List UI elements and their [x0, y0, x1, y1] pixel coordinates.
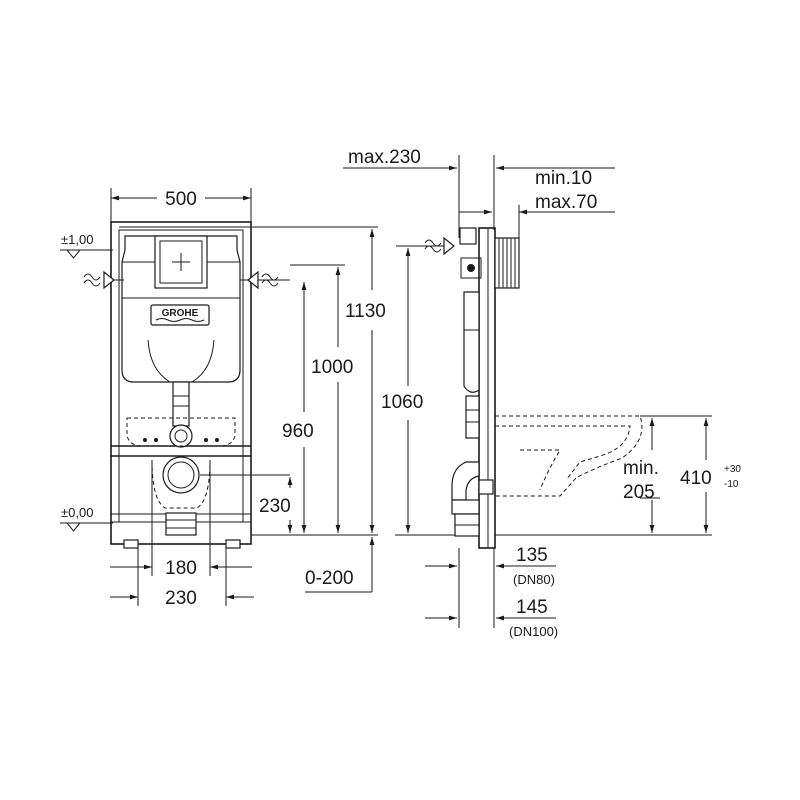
wc-bowl-outline	[126, 417, 236, 447]
dn80-label: (DN80)	[513, 572, 555, 587]
side-frame	[459, 227, 520, 549]
dimension-145-dn100: 145 (DN100)	[425, 597, 558, 639]
width-230-label: 230	[165, 588, 197, 609]
depth-145-label: 145	[516, 597, 548, 618]
min-205-label: 205	[623, 482, 655, 503]
flush-pipe	[169, 381, 193, 448]
cistern: GROHE	[121, 235, 241, 383]
mounting-holes	[143, 438, 219, 442]
dimension-410: 410 +30 -10	[680, 418, 741, 533]
dimension-180: 180	[110, 460, 252, 579]
min-10-label: min.10	[535, 168, 592, 189]
side-view: max.230 min.10 max.70	[343, 147, 741, 639]
dimension-min-10-max-70: min.10 max.70	[459, 165, 615, 238]
water-inlet-left	[83, 270, 124, 290]
max-230-label: max.230	[348, 147, 421, 168]
depth-135-label: 135	[516, 545, 548, 566]
dimension-max-230: max.230	[343, 147, 495, 238]
front-view: 500 GROHE	[60, 188, 386, 609]
dimension-230-width: 230	[110, 540, 254, 609]
side-drain	[451, 461, 494, 537]
tolerance-plus-label: +30	[724, 464, 741, 475]
height-230-label: 230	[259, 496, 291, 517]
wc-pan-outline	[495, 415, 643, 497]
dimension-500-label: 500	[165, 189, 197, 210]
dn100-label: (DN100)	[509, 624, 558, 639]
grohe-logo: GROHE	[150, 304, 210, 326]
tolerance-minus-label: -10	[724, 479, 739, 490]
grohe-logo-text: GROHE	[162, 308, 199, 319]
width-180-label: 180	[165, 558, 197, 579]
water-inlet-right	[240, 270, 290, 290]
level-marker-top: ±1,00	[60, 232, 113, 259]
height-1060-label: 1060	[381, 392, 423, 413]
range-0-200-label: 0-200	[305, 568, 354, 589]
min-label: min.	[623, 458, 659, 479]
max-70-label: max.70	[535, 192, 597, 213]
dimension-135-dn80: 135 (DN80)	[425, 545, 556, 628]
vertical-dimensions: 1130 1000 960 230	[119, 226, 386, 536]
level-bottom-label: ±0,00	[61, 505, 93, 520]
height-410-label: 410	[680, 468, 712, 489]
dimension-min-205: min. 205	[495, 415, 712, 536]
height-1130-label: 1130	[345, 301, 386, 322]
dimension-0-200: 0-200	[305, 537, 375, 593]
dimension-1060: 1060	[381, 245, 455, 536]
height-960-label: 960	[282, 421, 314, 442]
level-top-label: ±1,00	[61, 232, 93, 247]
level-marker-bottom: ±0,00	[60, 505, 113, 532]
height-1000-label: 1000	[311, 357, 353, 378]
dimension-500: 500	[110, 188, 252, 230]
drain-bend	[151, 456, 211, 536]
